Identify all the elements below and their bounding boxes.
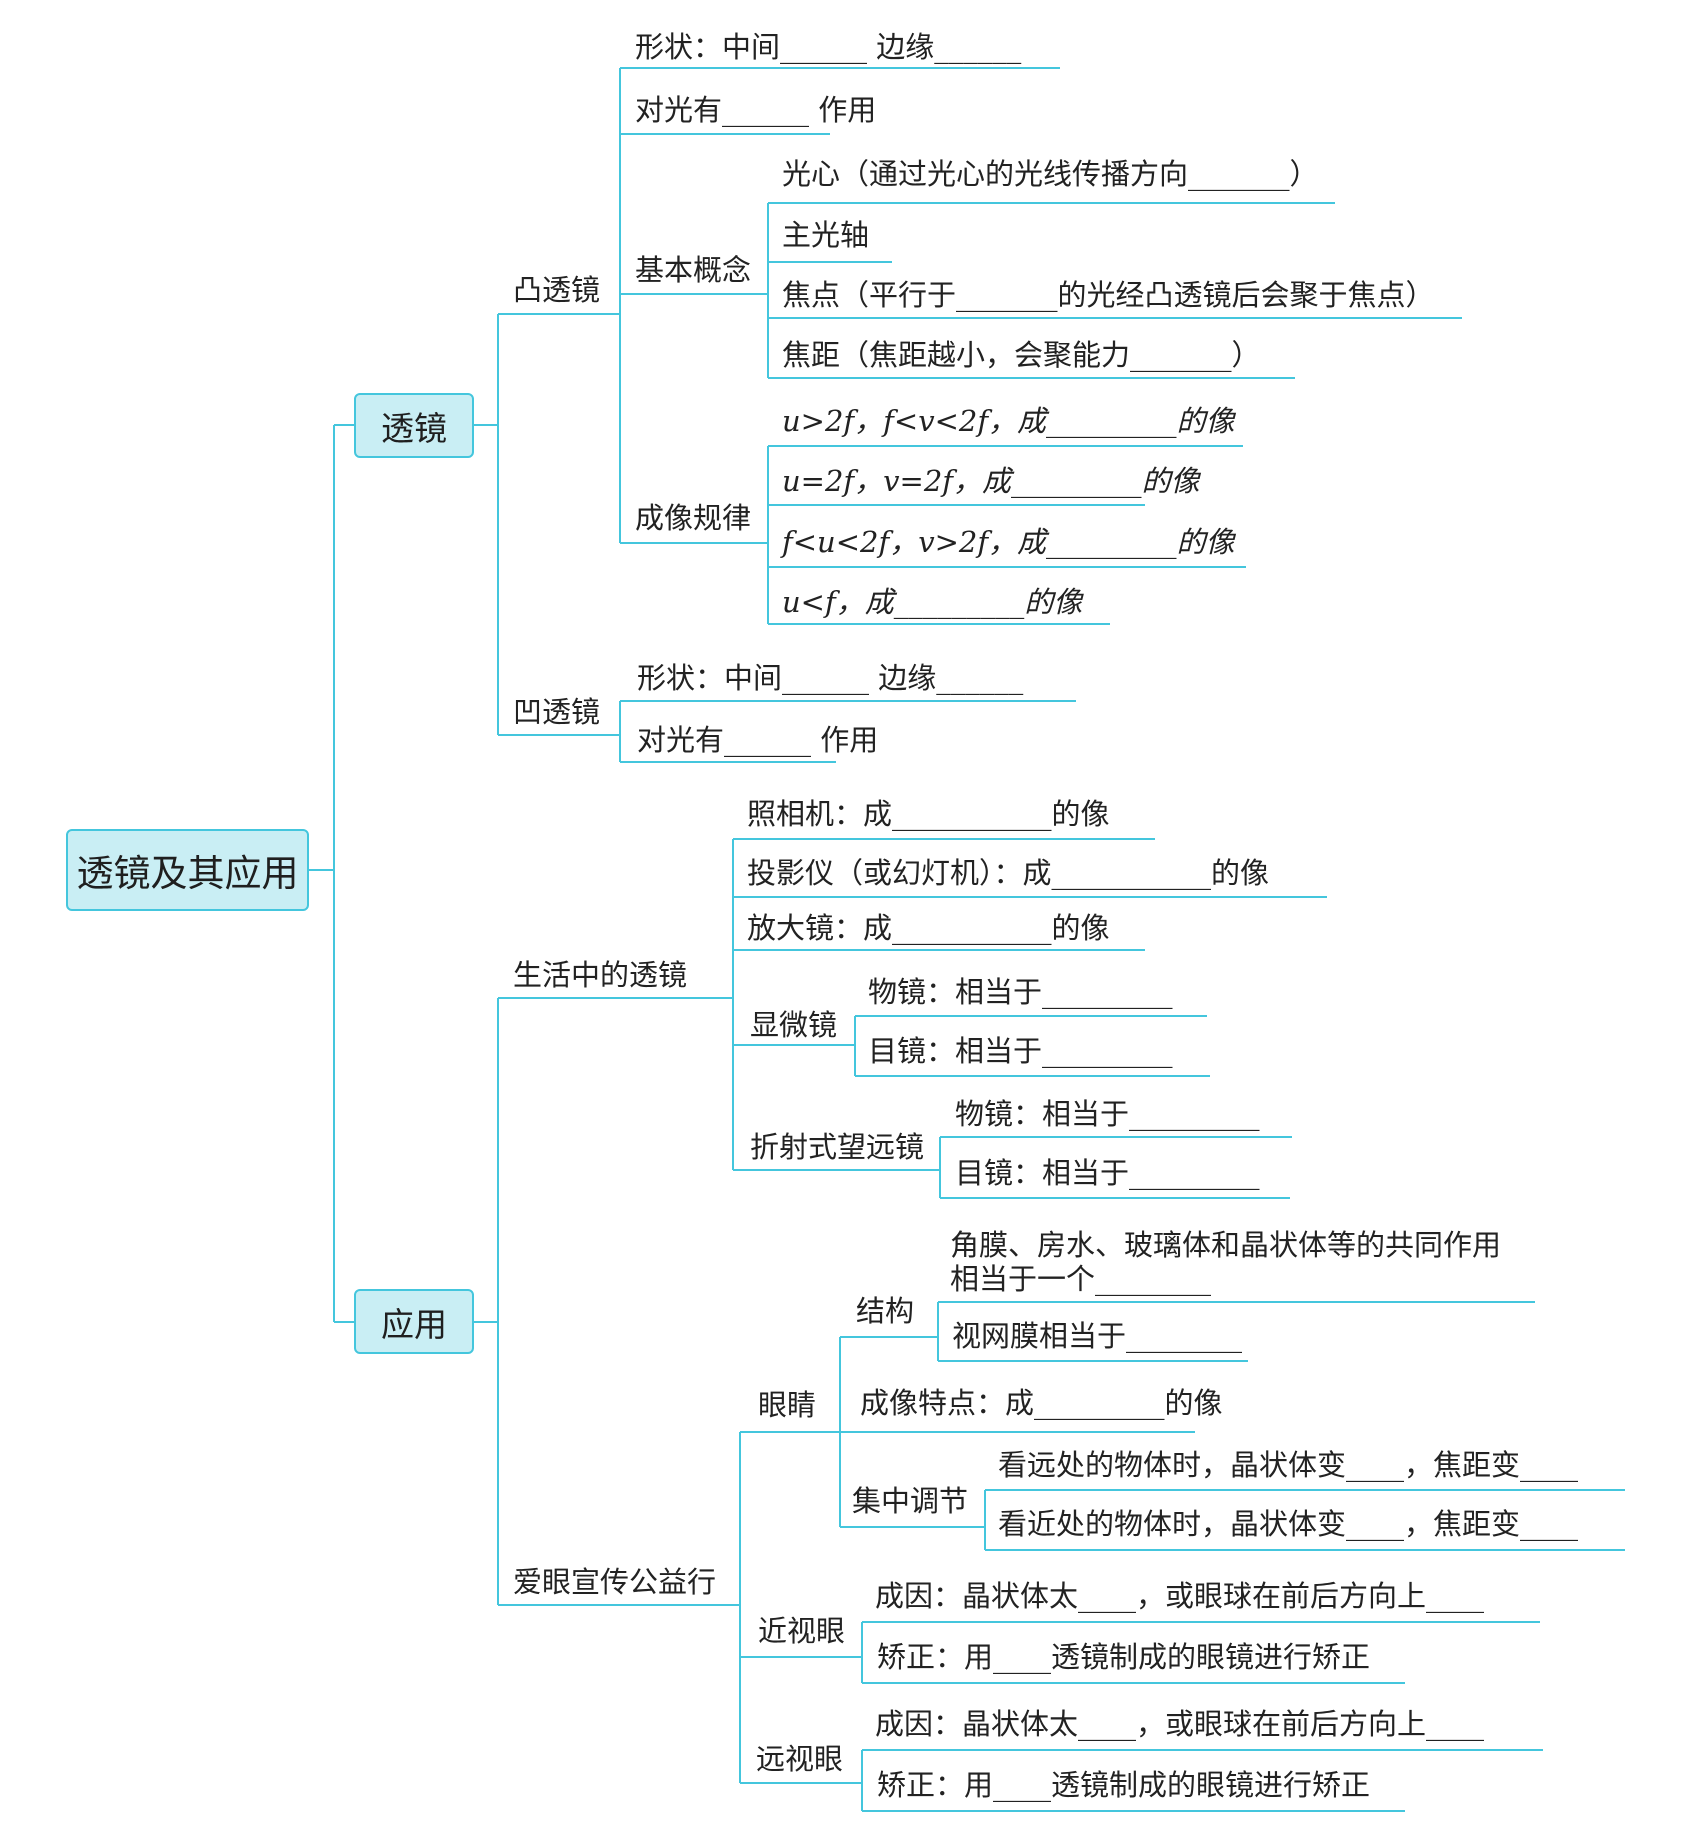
hyperopia-cause: 成因：晶状体太____，或眼球在前后方向上____ (875, 1707, 1485, 1741)
telescope-eyepiece: 目镜：相当于_________ (955, 1156, 1260, 1190)
imaging-rule-4: u<f，成_________的像 (782, 585, 1083, 619)
concave-lens-label: 凹透镜 (513, 695, 601, 729)
focal-point: 焦点（平行于_______的光经凸透镜后会聚于焦点） (782, 278, 1435, 312)
cornea-line-2: 相当于一个________ (950, 1262, 1212, 1296)
imaging-rules-label: 成像规律 (635, 501, 752, 535)
eye-care-label: 爱眼宣传公益行 (513, 1565, 717, 1599)
projector: 投影仪（或幻灯机）：成___________的像 (747, 856, 1270, 890)
wire-structure (937, 1301, 1535, 1362)
myopia-label: 近视眼 (758, 1614, 846, 1648)
hyperopia-correction: 矫正：用____透镜制成的眼镜进行矫正 (877, 1768, 1371, 1802)
wire-concepts (767, 202, 1462, 379)
root-node: 透镜及其应用 (66, 829, 309, 911)
wire-eye-care (739, 1431, 862, 1784)
imaging-rule-1: u>2f，f<v<2f，成_________的像 (782, 404, 1235, 438)
camera: 照相机：成___________的像 (747, 797, 1110, 831)
concave-shape: 形状：中间______ 边缘______ (637, 661, 1024, 695)
wire-myopia (861, 1621, 1540, 1684)
eye-label: 眼睛 (758, 1388, 817, 1422)
wire-hyperopia (861, 1749, 1543, 1812)
wire-concave (619, 700, 1076, 763)
hyperopia-label: 远视眼 (756, 1742, 844, 1776)
wire-telescope (939, 1136, 1292, 1199)
cornea-line-1: 角膜、房水、玻璃体和晶状体等的共同作用 (950, 1228, 1502, 1262)
optical-center: 光心（通过光心的光线传播方向_______） (782, 157, 1319, 191)
imaging-rule-3: f<u<2f，v>2f，成_________的像 (782, 525, 1235, 559)
magnifier: 放大镜：成___________的像 (747, 911, 1110, 945)
myopia-cause: 成因：晶状体太____，或眼球在前后方向上____ (875, 1579, 1485, 1613)
retina: 视网膜相当于________ (952, 1319, 1243, 1353)
convex-shape: 形状：中间______ 边缘______ (635, 30, 1022, 64)
microscope-eyepiece: 目镜：相当于_________ (868, 1034, 1173, 1068)
eye-imaging: 成像特点：成_________的像 (860, 1386, 1223, 1420)
wire-apply (474, 997, 740, 1606)
microscope-objective: 物镜：相当于_________ (868, 975, 1173, 1009)
wire-eye (839, 1336, 1195, 1528)
wire-root (309, 424, 354, 1323)
concave-effect: 对光有______ 作用 (637, 723, 879, 757)
focus-far: 看远处的物体时，晶状体变____，焦距变____ (998, 1448, 1579, 1482)
wire-imaging (767, 445, 1246, 625)
main-axis: 主光轴 (782, 218, 870, 252)
branch-application: 应用 (354, 1289, 474, 1354)
lenses-in-life-label: 生活中的透镜 (513, 958, 688, 992)
telescope-objective: 物镜：相当于_________ (955, 1097, 1260, 1131)
wire-convex (619, 67, 1060, 544)
basic-concepts-label: 基本概念 (635, 253, 752, 287)
structure-label: 结构 (856, 1294, 915, 1328)
wire-life (732, 838, 1327, 1171)
convex-lens-label: 凸透镜 (513, 273, 601, 307)
wire-focus (984, 1489, 1625, 1551)
focal-length: 焦距（焦距越小，会聚能力_______） (782, 338, 1261, 372)
branch-lens: 透镜 (354, 393, 474, 458)
microscope-label: 显微镜 (750, 1008, 838, 1042)
myopia-correction: 矫正：用____透镜制成的眼镜进行矫正 (877, 1640, 1371, 1674)
convex-effect: 对光有______ 作用 (635, 93, 877, 127)
telescope-label: 折射式望远镜 (750, 1130, 925, 1164)
focus-adjust-label: 集中调节 (852, 1484, 969, 1518)
wire-microscope (854, 1015, 1210, 1077)
focus-near: 看近处的物体时，晶状体变____，焦距变____ (998, 1507, 1579, 1541)
imaging-rule-2: u=2f，v=2f，成_________的像 (782, 464, 1200, 498)
wire-lens (474, 313, 620, 736)
